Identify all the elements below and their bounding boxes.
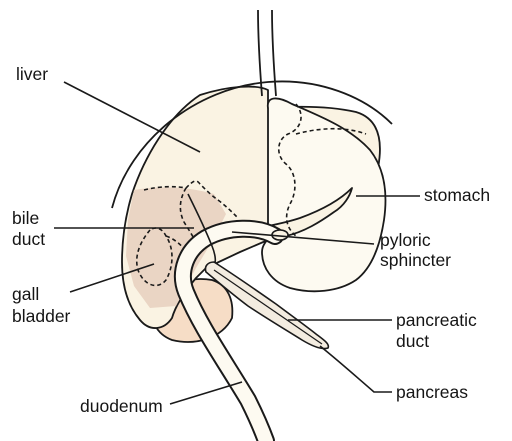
stomach-label: stomach [424,185,490,205]
pancreatic-duct-label: pancreatic [396,310,477,330]
duodenum-leader-line [170,382,242,404]
pancreatic-duct-label-line2: duct [396,331,429,351]
bile-duct-label: bile [12,208,39,228]
duodenum-label: duodenum [80,396,163,416]
pyloric-sphincter-label: pyloric [380,230,431,250]
bile-duct-label-line2: duct [12,229,45,249]
pancreas-leader-line [320,346,392,392]
liver-label: liver [16,64,48,84]
gall-bladder-label: gall [12,284,39,304]
pyloric-sphincter-label-line2: sphincter [380,250,451,270]
gall-bladder-label-line2: bladder [12,306,71,326]
pancreas-label: pancreas [396,382,468,402]
